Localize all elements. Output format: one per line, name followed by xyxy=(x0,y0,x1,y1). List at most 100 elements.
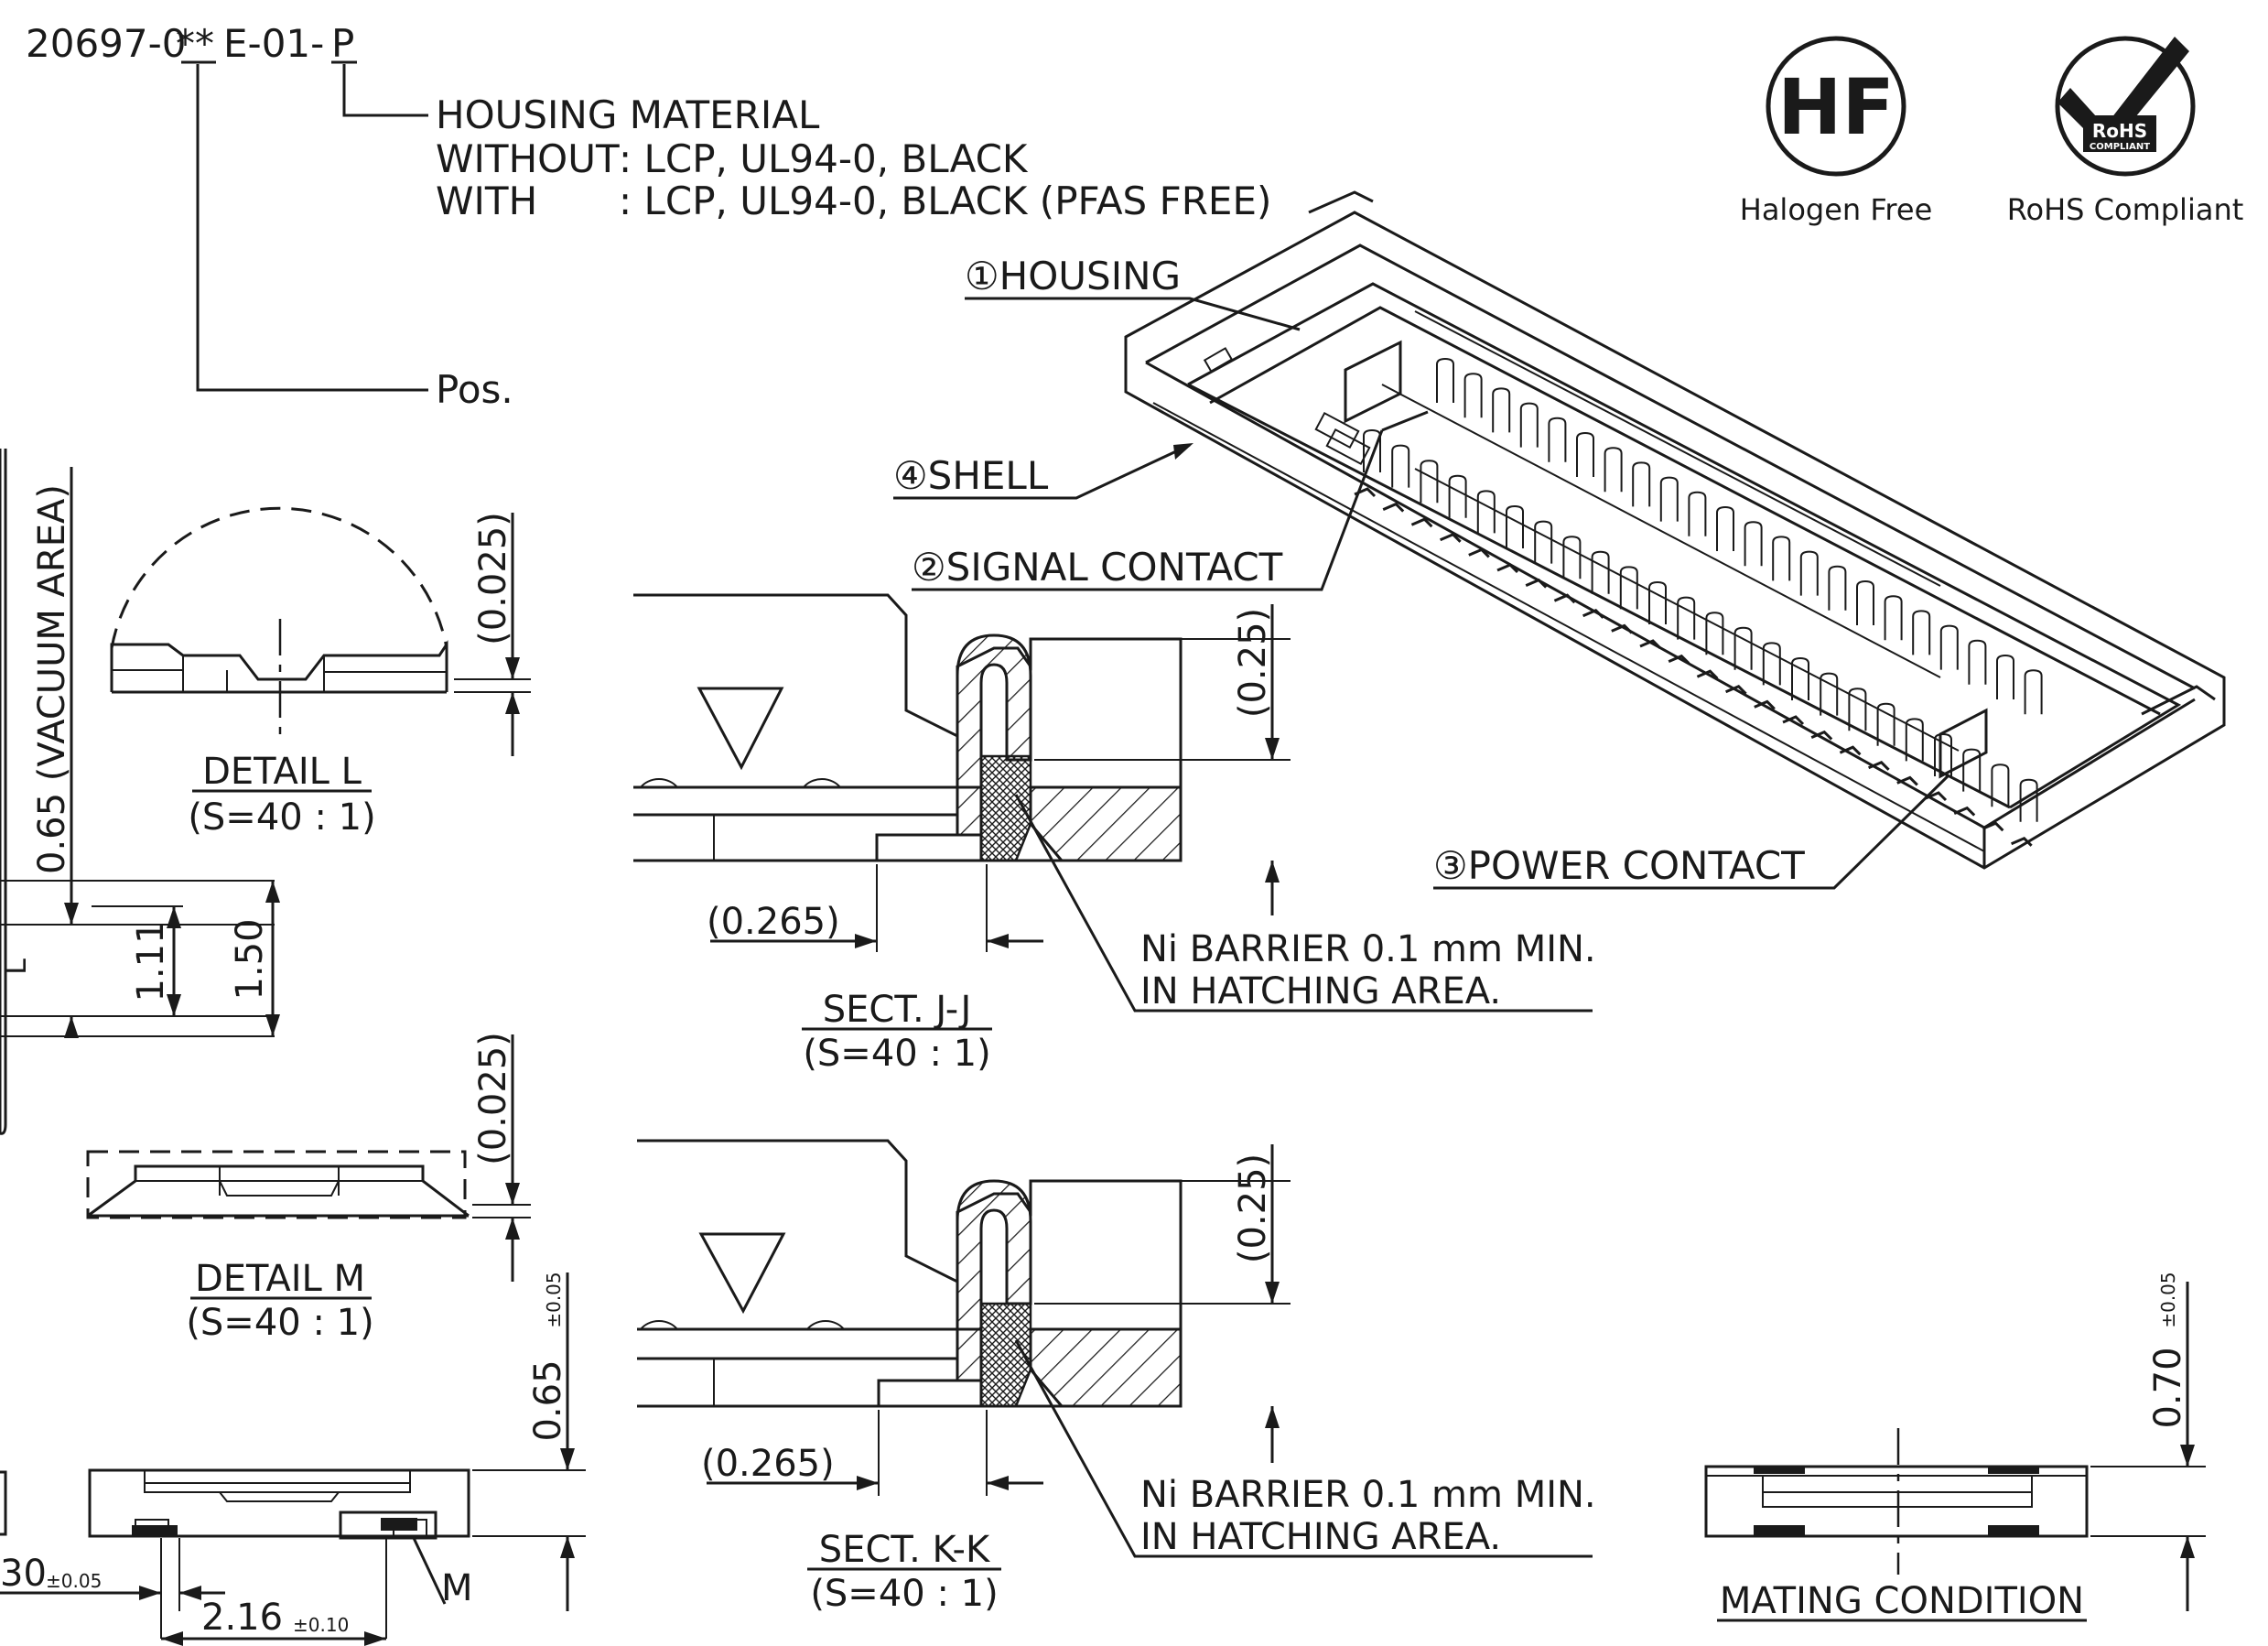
ni-barrier-kk-line1: Ni BARRIER 0.1 mm MIN. xyxy=(1140,1474,1596,1516)
halogen-free-label: Halogen Free xyxy=(1740,192,1933,227)
hf-mark: HF xyxy=(1777,62,1895,152)
section-jj-view: (0.25) (0.265) Ni BARRIER 0.1 mm MIN. IN… xyxy=(633,593,1596,1075)
iso-contact-tail xyxy=(1696,669,1719,680)
iso-contact xyxy=(1436,357,1454,403)
pos-label: Pos. xyxy=(436,367,513,412)
iso-contact xyxy=(1962,748,1982,792)
callout-shell-text: ④SHELL xyxy=(893,453,1049,498)
iso-contact-tail xyxy=(1496,563,1519,574)
dim-070: 0.70 xyxy=(2147,1347,2189,1428)
part-number-block: 20697-0 ** E-01- P HOUSING MATERIAL WITH… xyxy=(26,21,1271,412)
iso-contact xyxy=(1905,718,1924,762)
iso-contact xyxy=(1420,460,1439,504)
iso-contact-tail xyxy=(1925,791,1948,802)
iso-contact xyxy=(1677,596,1696,640)
iso-contact-tail xyxy=(1868,761,1890,771)
bottom-side-view: 0.65 ±0.05 30 ±0.05 2.16 ±0.10 M xyxy=(0,1272,586,1646)
dim-0025-detail-m: (0.025) xyxy=(472,1032,514,1165)
dim-150: 1.50 xyxy=(229,918,271,1000)
iso-contact xyxy=(1448,474,1467,518)
pos-leader xyxy=(196,64,428,392)
callout-signal-contact: ②SIGNAL CONTACT xyxy=(912,410,1429,591)
detail-l-title: DETAIL L xyxy=(202,751,362,793)
part-number-stars: ** xyxy=(176,21,214,66)
ni-barrier-jj-line2: IN HATCHING AREA. xyxy=(1140,970,1501,1013)
iso-contact-tail xyxy=(1754,699,1776,710)
callout-housing: ①HOUSING xyxy=(965,254,1301,331)
part-number-suffix: P xyxy=(331,21,354,66)
iso-contact xyxy=(1848,688,1867,731)
detail-l-scale: (S=40 : 1) xyxy=(188,796,375,839)
iso-contact-tail xyxy=(1440,533,1462,543)
halogen-free-badge: HF Halogen Free xyxy=(1740,36,1933,227)
sect-kk-title: SECT. K-K xyxy=(819,1529,991,1571)
iso-contact xyxy=(1996,654,2014,699)
ni-barrier-kk-line2: IN HATCHING AREA. xyxy=(1140,1516,1501,1558)
iso-contact xyxy=(1519,402,1539,448)
callout-power-text: ③POWER CONTACT xyxy=(1433,843,1805,888)
iso-contact xyxy=(1991,763,2010,807)
iso-contact-tail xyxy=(1582,609,1604,619)
part-number-middle: E-01- xyxy=(223,21,324,66)
iso-contact xyxy=(1968,639,1987,685)
rohs-compliant-label: RoHS Compliant xyxy=(2007,192,2244,227)
iso-contact-tail xyxy=(1553,593,1576,604)
iso-contact xyxy=(1391,444,1410,488)
iso-contact xyxy=(2024,669,2043,715)
iso-contact-tail xyxy=(1896,775,1918,786)
rohs-mark-2: COMPLIANT xyxy=(2090,142,2150,152)
section-kk-view: (0.25) (0.265) Ni BARRIER 0.1 mm MIN. IN… xyxy=(637,1139,1596,1615)
iso-contact xyxy=(1762,642,1781,686)
detail-m-title: DETAIL M xyxy=(195,1258,365,1300)
iso-contact xyxy=(1648,580,1667,624)
housing-material-title: HOUSING MATERIAL xyxy=(436,92,820,137)
iso-contact xyxy=(1688,491,1707,536)
dim-065: 0.65 xyxy=(527,1359,569,1441)
iso-signal-contacts-row-2 xyxy=(1363,428,2038,822)
iso-contact xyxy=(1856,579,1874,625)
iso-contact xyxy=(2019,778,2038,822)
iso-contact-tail xyxy=(1639,639,1662,650)
iso-contact xyxy=(1939,624,1959,670)
sect-kk-scale: (S=40 : 1) xyxy=(810,1573,998,1615)
iso-contact xyxy=(1562,536,1582,579)
detail-m-view: (0.025) DETAIL M (S=40 : 1) xyxy=(86,1032,531,1344)
dim-065-tol: ±0.05 xyxy=(543,1272,565,1327)
iso-contact xyxy=(1744,521,1763,567)
iso-signal-contacts-row-1 xyxy=(1436,357,2043,715)
iso-contact xyxy=(1463,373,1483,418)
iso-contact-tail xyxy=(1810,730,1833,741)
callout-housing-text: ①HOUSING xyxy=(965,254,1181,298)
dim-030-tol: ±0.05 xyxy=(46,1570,102,1592)
iso-contact xyxy=(1791,656,1809,700)
rohs-badge: RoHS COMPLIANT RoHS Compliant xyxy=(2007,36,2244,227)
ni-barrier-jj-line1: Ni BARRIER 0.1 mm MIN. xyxy=(1140,928,1596,970)
iso-contact xyxy=(1820,672,1839,716)
iso-contact xyxy=(1799,550,1819,596)
iso-contact xyxy=(1632,461,1651,507)
iso-contact xyxy=(1506,504,1524,548)
dim-070-tol: ±0.05 xyxy=(2157,1272,2179,1327)
iso-contact-tail xyxy=(1982,821,2004,832)
dim-0265-kk: (0.265) xyxy=(701,1443,835,1485)
iso-contact xyxy=(1604,447,1623,493)
mating-condition-title: MATING CONDITION xyxy=(1720,1580,2084,1622)
iso-contact xyxy=(1619,566,1638,610)
iso-contact xyxy=(1733,626,1753,670)
dim-025-kk: (0.25) xyxy=(1232,1153,1274,1263)
dim-025-jj: (0.25) xyxy=(1232,608,1274,718)
iso-contact-tail xyxy=(1468,547,1490,558)
housing-without-label: WITHOUT xyxy=(436,136,620,181)
iso-contact xyxy=(1363,428,1381,472)
iso-contact-tail xyxy=(2011,837,2033,847)
detail-m-scale: (S=40 : 1) xyxy=(186,1302,373,1344)
iso-contact xyxy=(1772,536,1791,581)
callout-signal-text: ②SIGNAL CONTACT xyxy=(912,545,1283,590)
isometric-connector-view xyxy=(1124,190,2226,870)
part-number-prefix: 20697-0 xyxy=(26,21,187,66)
triangle-mark-kk xyxy=(698,1232,786,1315)
rohs-mark-1: RoHS xyxy=(2092,120,2147,142)
iso-contact xyxy=(1591,550,1610,594)
callout-shell: ④SHELL xyxy=(893,443,1193,500)
